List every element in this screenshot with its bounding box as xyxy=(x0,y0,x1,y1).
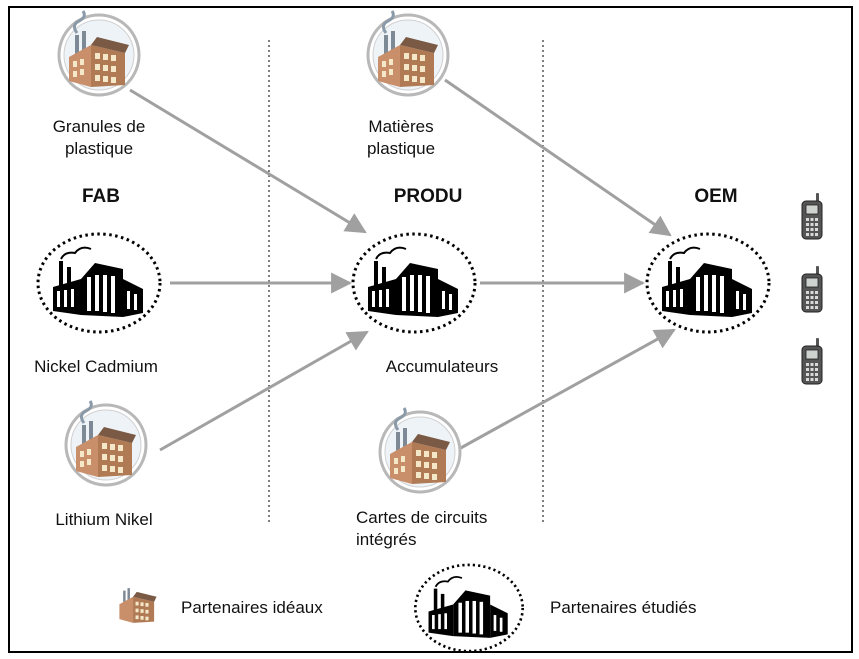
accumulateurs-factory-icon xyxy=(351,232,477,334)
oem-factory-icon xyxy=(645,232,771,334)
legend-studied-label: Partenaires étudiés xyxy=(550,598,697,617)
legend-ideal-icon xyxy=(119,588,157,623)
diagram-frame xyxy=(8,6,853,653)
stage-title-oem: OEM xyxy=(694,186,738,207)
node-label-nickel: Nickel Cadmium xyxy=(34,357,158,376)
legend-ideal-label: Partenaires idéaux xyxy=(181,598,323,617)
mobile-phone-icon xyxy=(801,337,823,385)
granules-factory-icon xyxy=(57,9,141,97)
matieres-factory-icon xyxy=(366,9,450,97)
stage-title-produ: PRODU xyxy=(393,186,463,207)
mobile-phone-icon xyxy=(801,265,823,313)
node-label-accumulateurs: Accumulateurs xyxy=(385,357,499,376)
lithium-factory-icon xyxy=(64,399,148,487)
mobile-phone-icon xyxy=(801,192,823,240)
nickel-factory-icon xyxy=(36,232,162,334)
arrow-lithium-to-produ xyxy=(159,330,369,452)
arrow-cartes-to-oem xyxy=(447,328,676,457)
node-label-lithium: Lithium Nikel xyxy=(55,510,153,529)
cartes-factory-icon xyxy=(378,406,462,494)
stage-title-fab: FAB xyxy=(82,186,120,207)
arrow-matieres-to-oem xyxy=(444,78,672,237)
legend-studied-icon xyxy=(414,563,524,653)
arrow-granules-to-produ xyxy=(129,88,367,234)
